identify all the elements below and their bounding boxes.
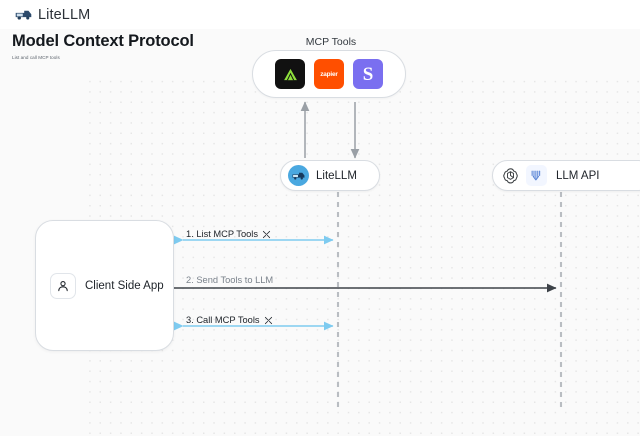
openai-logo-icon [500,165,521,186]
llm-api-node[interactable]: LLM API [492,160,640,191]
litellm-node[interactable]: LiteLLM [280,160,380,191]
llm-api-node-label: LLM API [556,169,600,182]
page-subtitle: List and call MCP tools [12,55,60,60]
openai-glyph-icon [503,168,518,184]
mcp-tools-node[interactable]: zapier S [252,50,406,98]
tool-icon-slack[interactable]: S [353,59,383,89]
brand-bar: LiteLLM [0,0,640,29]
person-glyph-icon [58,280,68,291]
anthropic-logo-icon [526,165,547,186]
step-2-text: 2. Send Tools to LLM [186,275,274,285]
truck-logo-icon [15,10,32,20]
step-1-text: 1. List MCP Tools [186,229,258,239]
canvas-left-fade [0,0,86,436]
triangle-icon [283,68,297,80]
tool-icon-zapier[interactable]: zapier [314,59,344,89]
client-side-app-node[interactable]: Client Side App [35,220,174,351]
zapier-wordmark: zapier [320,70,338,78]
anthropic-glyph-icon [531,170,541,181]
truck-glyph-icon [292,172,305,180]
mcp-tools-label: MCP Tools [305,36,357,48]
litellm-avatar-icon [288,165,309,186]
brand-name: LiteLLM [38,6,91,23]
step-3-text: 3. Call MCP Tools [186,315,260,325]
tools-icon [262,230,271,238]
slack-glyph: S [362,63,374,85]
tools-icon [264,316,272,324]
page-heading-group: Model Context Protocol List and call MCP… [12,31,194,60]
page-title: Model Context Protocol [12,32,194,50]
litellm-node-label: LiteLLM [316,169,357,182]
step-label-1: 1. List MCP Tools [186,229,271,239]
client-side-app-label: Client Side App [85,279,164,292]
step-label-3: 3. Call MCP Tools [186,315,273,325]
person-icon [50,272,76,299]
step-label-2: 2. Send Tools to LLM [186,275,273,285]
tool-icon-anthropic[interactable] [275,59,305,89]
